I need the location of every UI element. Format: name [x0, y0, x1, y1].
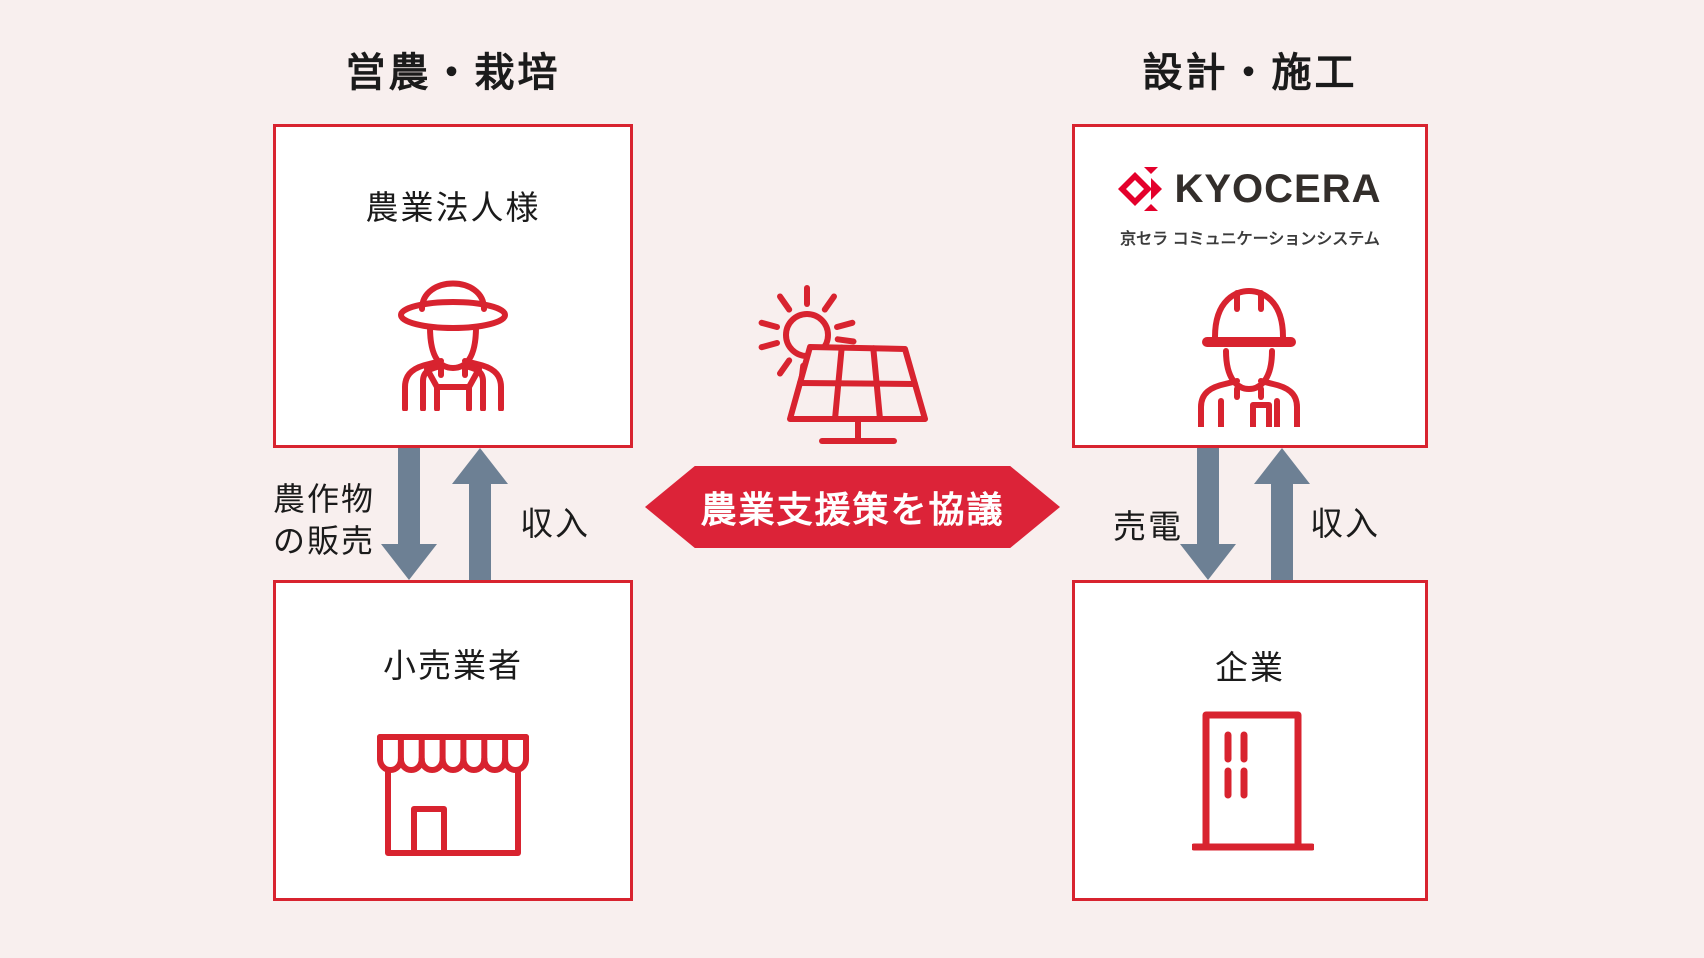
agricultural-corporation-label: 農業法人様: [365, 189, 541, 226]
heading-design-construction: 設計・施工: [1142, 51, 1358, 95]
box-agricultural-corporation: 農業法人様: [273, 124, 633, 448]
banner-discuss-agri-support: 農業支援策を協議: [645, 466, 1060, 548]
arrow-up-income-left-icon: [452, 448, 508, 580]
heading-farming-cultivation: 営農・栽培: [345, 51, 561, 95]
label-income-right: 収入: [1310, 505, 1380, 542]
company-label: 企業: [1215, 649, 1285, 686]
label-sell-electricity: 売電: [1113, 508, 1183, 545]
store-icon: [377, 734, 529, 856]
label-produce-sale-line1: 農作物: [273, 481, 376, 517]
label-income-left: 収入: [520, 505, 590, 542]
kyocera-wordmark: KYOCERA: [1174, 166, 1382, 211]
office-building-icon: [1192, 711, 1314, 851]
label-produce-sale: 農作物 の販売: [273, 478, 375, 562]
arrow-up-income-right-icon: [1254, 448, 1310, 580]
kyocera-mark-icon: [1118, 167, 1163, 211]
kyocera-communication-systems-label: 京セラ コミュニケーションシステム: [1120, 231, 1380, 248]
label-produce-sale-line2: の販売: [273, 523, 376, 559]
box-retailer: 小売業者: [273, 580, 633, 901]
box-kyocera-communication-systems: KYOCERA 京セラ コミュニケーションシステム: [1072, 124, 1428, 448]
retailer-label: 小売業者: [383, 647, 523, 684]
solar-panel-sun-icon: [758, 285, 928, 444]
box-company: 企業: [1072, 580, 1428, 901]
arrow-down-sell-electricity-icon: [1180, 448, 1236, 580]
arrow-down-produce-sale-icon: [381, 448, 437, 580]
banner-text: 農業支援策を協議: [700, 489, 1005, 530]
kyocera-logo: KYOCERA: [1075, 163, 1425, 215]
farmer-icon: [398, 280, 508, 411]
construction-worker-icon: [1198, 288, 1300, 427]
